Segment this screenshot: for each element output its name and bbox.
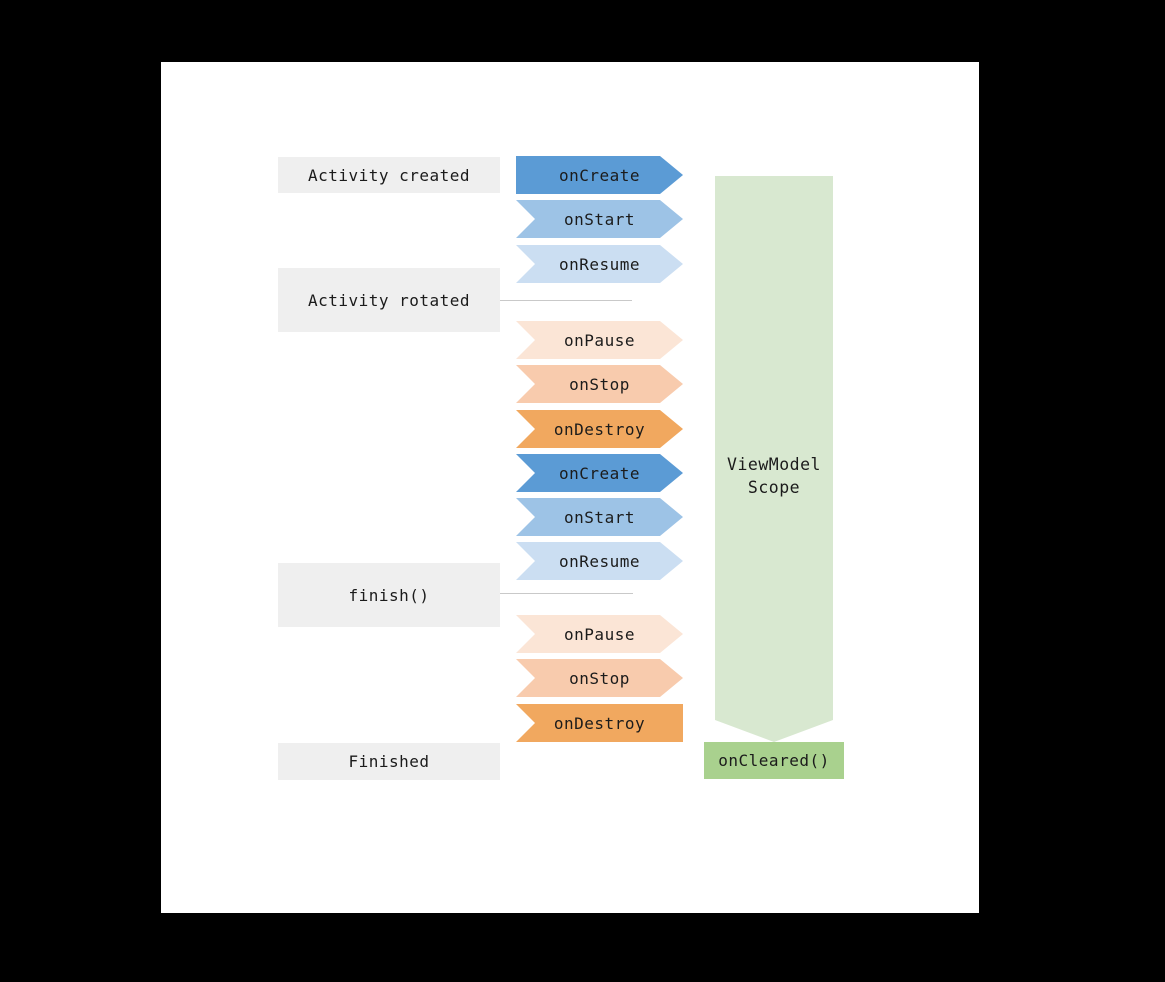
arrow-label: onPause <box>564 330 635 350</box>
stage-box-activity-rotated: Activity rotated <box>278 268 500 332</box>
stage-box-finished: Finished <box>278 743 500 780</box>
arrow-label: onResume <box>558 254 641 274</box>
lifecycle-arrow-onpause-1: onPause <box>516 321 683 359</box>
lifecycle-arrow-onpause-2: onPause <box>516 615 683 653</box>
arrow-label: onCreate <box>558 463 641 483</box>
arrow-label: onStop <box>569 374 630 394</box>
lifecycle-arrow-ondestroy-1: onDestroy <box>516 410 683 448</box>
arrow-label: onStart <box>564 209 635 229</box>
divider-line-finish <box>500 593 633 594</box>
stage-label: Finished <box>348 752 430 771</box>
lifecycle-arrow-onresume-2: onResume <box>516 542 683 580</box>
diagram-canvas: Activity created Activity rotated finish… <box>161 62 979 913</box>
stage-box-finish: finish() <box>278 563 500 627</box>
stage-label: finish() <box>348 585 430 605</box>
stage-label: Activity created <box>307 165 471 185</box>
lifecycle-arrow-onstop-1: onStop <box>516 365 683 403</box>
lifecycle-arrow-onstart-2: onStart <box>516 498 683 536</box>
lifecycle-arrow-onstart-1: onStart <box>516 200 683 238</box>
arrow-label: onCreate <box>558 165 641 185</box>
arrow-label: onDestroy <box>553 419 646 439</box>
lifecycle-arrow-onstop-2: onStop <box>516 659 683 697</box>
viewmodel-scope-arrow: ViewModel Scope <box>715 176 833 742</box>
arrow-label: onStop <box>569 668 630 688</box>
arrow-label: onResume <box>558 551 641 571</box>
lifecycle-arrow-ondestroy-2: onDestroy <box>516 704 683 742</box>
oncleared-box: onCleared() <box>704 742 844 779</box>
stage-box-activity-created: Activity created <box>278 157 500 193</box>
lifecycle-arrow-oncreate-1: onCreate <box>516 156 683 194</box>
arrow-label: onDestroy <box>553 713 646 733</box>
lifecycle-arrow-oncreate-2: onCreate <box>516 454 683 492</box>
divider-line-rotated <box>500 300 632 301</box>
arrow-label: onStart <box>564 507 635 527</box>
oncleared-label: onCleared() <box>718 751 830 770</box>
viewmodel-scope-label: ViewModel Scope <box>727 455 821 497</box>
stage-label: Activity rotated <box>307 290 471 310</box>
arrow-label: onPause <box>564 624 635 644</box>
lifecycle-arrow-onresume-1: onResume <box>516 245 683 283</box>
